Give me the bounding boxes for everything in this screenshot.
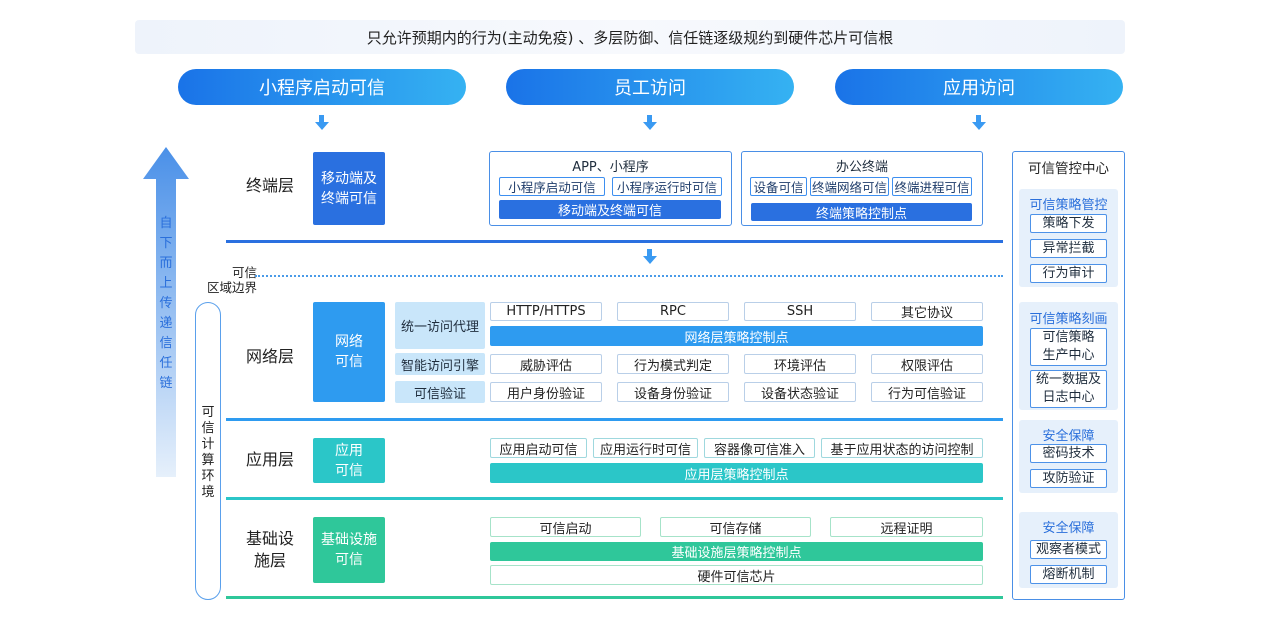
trust-verify: 可信验证 xyxy=(395,381,485,403)
group-title: 安全保障 xyxy=(1042,429,1095,444)
up-arrow-icon xyxy=(143,147,189,477)
app-item: 应用运行时可信 xyxy=(593,438,698,458)
group-title: 安全保障 xyxy=(1042,521,1095,536)
compute-env-label: 可信计算环境 xyxy=(201,405,215,500)
boundary-label: 可信 区域边界 xyxy=(207,265,257,295)
protocol-item: SSH xyxy=(744,302,856,321)
engine-item: 权限评估 xyxy=(871,354,983,374)
engine-item: 环境评估 xyxy=(744,354,856,374)
smart-access-engine: 智能访问引擎 xyxy=(395,353,485,375)
unified-access-proxy: 统一访问代理 xyxy=(395,302,485,349)
protocol-item: 其它协议 xyxy=(871,302,983,321)
hardware-chip: 硬件可信芯片 xyxy=(490,565,983,585)
group-item: 策略下发 xyxy=(1030,214,1107,233)
infra-tag: 基础设施可信 xyxy=(313,517,385,583)
app-item: 基于应用状态的访问控制 xyxy=(821,438,983,458)
group-item: 行为审计 xyxy=(1030,264,1107,283)
terminal-item: 设备可信 xyxy=(750,177,807,196)
group-item: 密码技术 xyxy=(1030,444,1107,463)
app-item: 容器像可信准入 xyxy=(704,438,815,458)
pill-miniprogram-start: 小程序启动可信 xyxy=(178,69,466,105)
app-layer-label: 应用层 xyxy=(245,450,294,469)
app-miniprogram-box: APP、小程序 xyxy=(489,151,732,226)
engine-item: 威胁评估 xyxy=(490,354,602,374)
group-title: 可信策略刻画 xyxy=(1029,312,1108,327)
network-tag: 网络可信 xyxy=(313,302,385,402)
principle-banner: 只允许预期内的行为(主动免疫) 、多层防御、信任链逐级规约到硬件芯片可信根 xyxy=(135,20,1125,54)
down-arrow-icon xyxy=(643,249,657,264)
layer-divider xyxy=(226,418,1003,421)
group-item: 统一数据及日志中心 xyxy=(1030,370,1107,408)
pill-employee-access: 员工访问 xyxy=(506,69,794,105)
office-terminal-box: 办公终端 xyxy=(741,151,983,226)
layer-divider xyxy=(226,497,1003,500)
verify-item: 用户身份验证 xyxy=(490,382,602,402)
compute-env-bracket xyxy=(195,302,221,600)
group-item: 可信策略生产中心 xyxy=(1030,328,1107,366)
terminal-policy-bar-2: 终端策略控制点 xyxy=(751,203,972,222)
trust-chain-up-arrow xyxy=(143,147,189,477)
network-layer-label: 网络层 xyxy=(245,347,294,366)
infra-item: 远程证明 xyxy=(830,517,983,537)
terminal-layer-label: 终端层 xyxy=(245,176,294,195)
infra-item: 可信存储 xyxy=(660,517,811,537)
group-item: 观察者模式 xyxy=(1030,540,1107,559)
terminal-item: 小程序启动可信 xyxy=(499,177,605,196)
group-item: 攻防验证 xyxy=(1030,469,1107,488)
terminal-item: 小程序运行时可信 xyxy=(612,177,722,196)
group-title: 可信策略管控 xyxy=(1029,198,1108,213)
group-item: 异常拦截 xyxy=(1030,239,1107,258)
control-center-title: 可信管控中心 xyxy=(1028,161,1109,177)
verify-item: 行为可信验证 xyxy=(871,382,983,402)
down-arrow-icon xyxy=(315,115,329,130)
group-item: 熔断机制 xyxy=(1030,565,1107,584)
app-tag: 应用可信 xyxy=(313,438,385,483)
infra-policy-bar: 基础设施层策略控制点 xyxy=(490,542,983,561)
boundary-label-line1: 可信 xyxy=(231,265,257,280)
infra-label-text: 基础设施层 xyxy=(246,529,295,570)
office-box-title: 办公终端 xyxy=(835,160,888,175)
trust-chain-text: 自下而上传递信任链 xyxy=(159,216,173,391)
pill-app-access: 应用访问 xyxy=(835,69,1123,105)
infra-layer-label: 基础设施层 xyxy=(238,528,302,572)
down-arrow-icon xyxy=(643,115,657,130)
trust-control-center xyxy=(1012,151,1125,600)
terminal-item: 终端进程可信 xyxy=(892,177,972,196)
terminal-item: 终端网络可信 xyxy=(810,177,889,196)
terminal-tag: 移动端及终端可信 xyxy=(313,152,385,225)
protocol-item: HTTP/HTTPS xyxy=(490,302,602,321)
app-policy-bar: 应用层策略控制点 xyxy=(490,463,983,483)
down-arrow-icon xyxy=(972,115,986,130)
network-policy-bar: 网络层策略控制点 xyxy=(490,326,983,346)
layer-divider xyxy=(226,240,1003,243)
boundary-label-line2: 区域边界 xyxy=(206,280,257,295)
boundary-dotted-line xyxy=(255,275,1003,277)
terminal-policy-bar: 移动端及终端可信 xyxy=(499,200,721,219)
verify-item: 设备身份验证 xyxy=(617,382,729,402)
engine-item: 行为模式判定 xyxy=(617,354,729,374)
app-item: 应用启动可信 xyxy=(490,438,587,458)
infra-item: 可信启动 xyxy=(490,517,641,537)
layer-divider xyxy=(226,596,1003,599)
verify-item: 设备状态验证 xyxy=(744,382,856,402)
protocol-item: RPC xyxy=(617,302,729,321)
app-box-title: APP、小程序 xyxy=(572,160,649,175)
